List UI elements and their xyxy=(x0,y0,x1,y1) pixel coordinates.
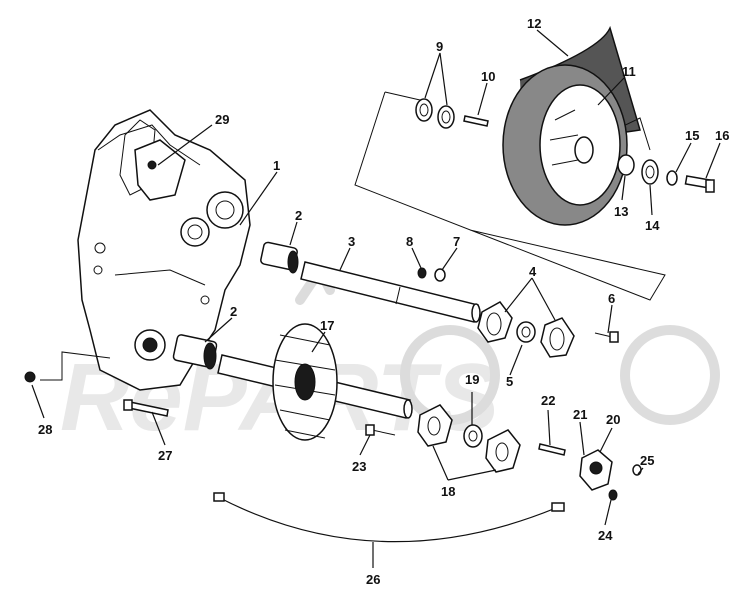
spacer-13 xyxy=(617,154,635,176)
chaincase-housing xyxy=(77,109,251,391)
label-6: 6 xyxy=(608,291,615,306)
pin-10 xyxy=(463,115,489,127)
part-labels: 1 2 2 3 4 5 6 7 8 9 10 11 12 13 14 15 16… xyxy=(38,16,729,587)
label-26: 26 xyxy=(366,572,380,587)
pin-22 xyxy=(538,443,566,456)
flange-bearing-set xyxy=(477,301,575,358)
label-2-upper: 2 xyxy=(295,208,302,223)
label-12: 12 xyxy=(527,16,541,31)
driven-sprocket xyxy=(502,64,628,226)
label-27: 27 xyxy=(158,448,172,463)
washer-14-hole xyxy=(645,165,655,179)
label-7: 7 xyxy=(453,234,460,249)
label-11: 11 xyxy=(622,64,636,79)
bolt-6 xyxy=(594,331,619,343)
label-8: 8 xyxy=(406,234,413,249)
label-25: 25 xyxy=(640,453,654,468)
washer-7 xyxy=(434,268,446,282)
label-17: 17 xyxy=(320,318,334,333)
bolt-27 xyxy=(123,399,169,417)
washer-15 xyxy=(666,170,678,186)
label-13: 13 xyxy=(614,204,628,219)
nut-28 xyxy=(24,371,36,383)
bolt-16 xyxy=(684,175,715,193)
nut-24 xyxy=(608,489,618,501)
tensioner-20 xyxy=(579,449,613,491)
cable-26 xyxy=(213,492,565,543)
label-23: 23 xyxy=(352,459,366,474)
label-1: 1 xyxy=(273,158,280,173)
dash-line-28 xyxy=(40,351,111,381)
label-18: 18 xyxy=(441,484,455,499)
label-22: 22 xyxy=(541,393,555,408)
label-24: 24 xyxy=(598,528,613,543)
label-10: 10 xyxy=(481,69,495,84)
bearing-upper xyxy=(260,241,299,274)
label-3: 3 xyxy=(348,234,355,249)
nut-8 xyxy=(417,267,427,279)
label-16: 16 xyxy=(715,128,729,143)
drive-shaft xyxy=(217,323,413,441)
bracket-top xyxy=(384,91,421,101)
label-28: 28 xyxy=(38,422,52,437)
label-2-lower: 2 xyxy=(230,304,237,319)
label-15: 15 xyxy=(685,128,699,143)
label-20: 20 xyxy=(606,412,620,427)
label-29: 29 xyxy=(215,112,229,127)
label-4: 4 xyxy=(529,264,537,279)
washer-14 xyxy=(641,159,659,185)
label-5: 5 xyxy=(506,374,513,389)
watermark-wheel-rear xyxy=(620,325,720,425)
label-14: 14 xyxy=(645,218,660,233)
bearing-lower xyxy=(172,334,218,370)
label-19: 19 xyxy=(465,372,479,387)
drive-sprocket xyxy=(272,323,338,441)
label-21: 21 xyxy=(573,407,587,422)
subassembly-bracket xyxy=(354,91,666,301)
shaft xyxy=(300,261,481,323)
label-9: 9 xyxy=(436,39,443,54)
leader-lines xyxy=(31,29,721,568)
lower-flange-set xyxy=(417,404,521,473)
washers-9 xyxy=(415,98,455,129)
